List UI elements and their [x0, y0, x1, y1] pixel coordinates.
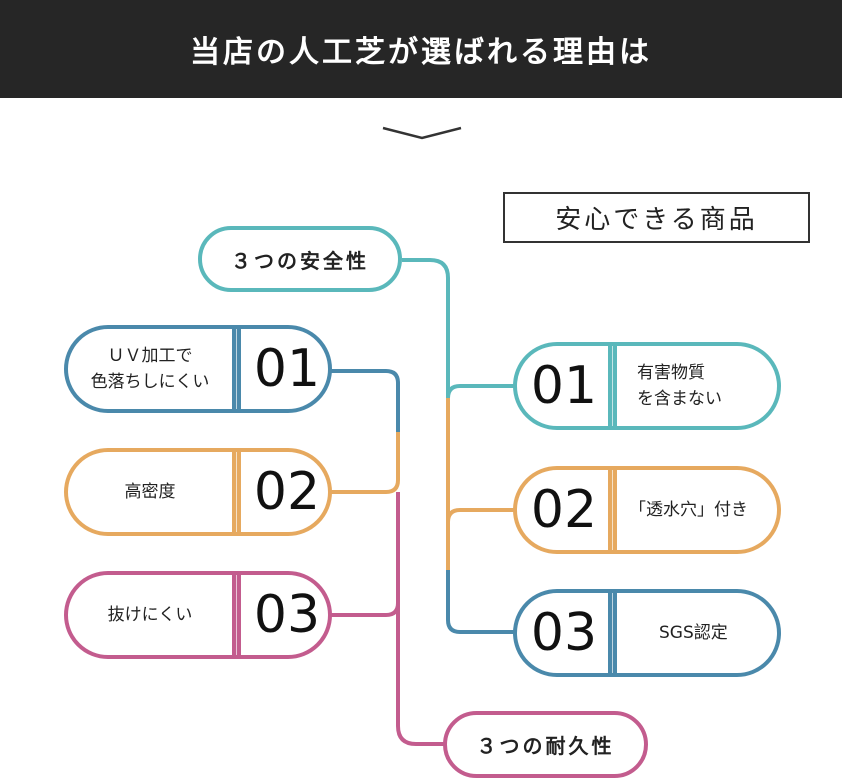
item-text-line: 有害物質: [637, 363, 705, 383]
item-text: 抜けにくい: [68, 575, 232, 655]
connector-durability-01: [330, 369, 400, 432]
item-text: ＵＶ加工で 色落ちしにくい: [68, 329, 232, 409]
durability-title-pill: ３つの耐久性: [443, 711, 648, 778]
item-text: 高密度: [68, 452, 232, 532]
item-text-line: 抜けにくい: [107, 605, 193, 625]
section-label: 安心できる商品: [503, 192, 810, 243]
safety-item-01: 01 有害物質 を含まない: [513, 342, 781, 430]
item-text: 有害物質 を含まない: [637, 346, 777, 426]
safety-item-02: 02 「透水穴」付き: [513, 466, 781, 554]
durability-item-03: 抜けにくい 03: [64, 571, 332, 659]
durability-item-02: 高密度 02: [64, 448, 332, 536]
connector-safety-title: [402, 258, 450, 398]
connector-durability-02: [330, 432, 400, 494]
safety-title: ３つの安全性: [231, 248, 369, 273]
connector-safety-03: [446, 570, 515, 634]
item-text-line: SGS認定: [659, 623, 728, 643]
item-text-line: 「透水穴」付き: [629, 500, 748, 520]
item-text-line: 高密度: [124, 482, 176, 502]
item-divider: [232, 575, 241, 655]
item-number: 03: [253, 585, 321, 645]
item-divider: [608, 470, 617, 550]
item-number: 01: [530, 356, 598, 416]
item-text-line: 色落ちしにくい: [90, 372, 210, 392]
connector-safety-02: [446, 398, 515, 570]
item-text-line: ＵＶ加工で: [107, 346, 193, 366]
item-number: 02: [253, 462, 321, 522]
connector-durability-03: [330, 492, 446, 746]
section-label-text: 安心できる商品: [555, 205, 758, 235]
item-divider: [608, 593, 617, 673]
header-title: 当店の人工芝が選ばれる理由は: [190, 35, 652, 70]
item-divider: [608, 346, 617, 426]
item-text: SGS認定: [659, 593, 777, 673]
item-divider: [232, 329, 241, 409]
item-number: 01: [253, 339, 321, 399]
item-number: 03: [530, 603, 598, 663]
safety-item-03: 03 SGS認定: [513, 589, 781, 677]
item-divider: [232, 452, 241, 532]
safety-title-pill: ３つの安全性: [198, 226, 402, 292]
durability-item-01: ＵＶ加工で 色落ちしにくい 01: [64, 325, 332, 413]
item-number: 02: [530, 480, 598, 540]
connector-safety-01: [446, 384, 515, 399]
item-text: 「透水穴」付き: [629, 470, 777, 550]
item-text-line: を含まない: [637, 389, 722, 409]
chevron-down-icon: [382, 126, 462, 140]
durability-title: ３つの耐久性: [476, 734, 615, 758]
header-banner: 当店の人工芝が選ばれる理由は: [0, 0, 842, 98]
